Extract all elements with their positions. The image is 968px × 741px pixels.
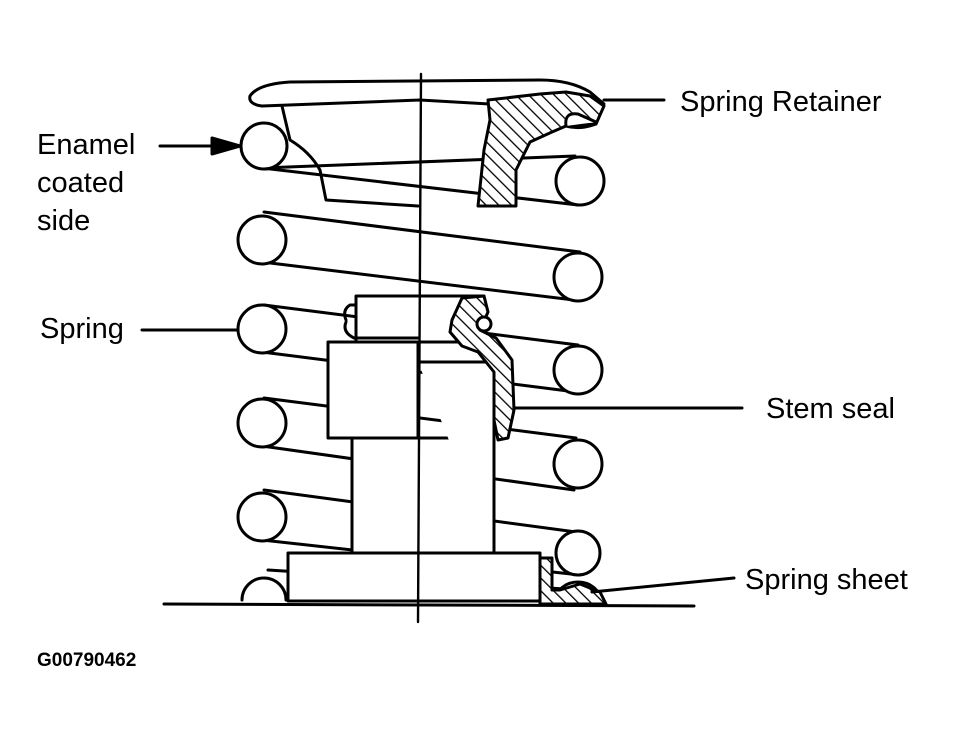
stem-seal [448,294,516,442]
arrow-enamel [210,136,242,156]
label-spring-sheet: Spring sheet [745,564,908,596]
label-enamel-coated-side: Enamel coated side [37,126,135,240]
guide-boss [326,340,420,440]
label-enamel-line1: Enamel [37,129,136,161]
coil-end [240,576,288,602]
leader-lines [140,98,744,594]
coil-end [554,155,606,207]
label-enamel-line2: coated [37,167,125,199]
stem-seal-body [448,294,516,442]
center-line [416,72,423,624]
spring-retainer [248,78,606,208]
label-spring: Spring [40,313,124,345]
seal-spring-ring [475,315,493,333]
label-spring-retainer: Spring Retainer [680,86,882,118]
retainer-body [280,104,420,208]
spring-coils [236,121,606,602]
coil-end [552,344,604,396]
coil-end [552,438,604,490]
coil-end [236,214,288,266]
coil-end [552,251,604,303]
leader-spring-sheet [590,576,736,594]
coil-end [236,303,288,355]
spring-sheet-section [538,556,608,606]
coil-strand [260,260,576,302]
base-line [162,602,696,608]
coil-strand [262,210,582,254]
seat-block [286,551,542,603]
label-stem-seal: Stem seal [766,393,895,425]
coil-end [236,397,288,449]
coil-strand [260,154,577,170]
coil-end [236,491,288,543]
figure-code: G00790462 [37,650,137,671]
label-enamel-line3: side [37,205,91,237]
coil-end [239,121,289,171]
coil-end [554,529,602,577]
spring-seat [162,551,696,608]
